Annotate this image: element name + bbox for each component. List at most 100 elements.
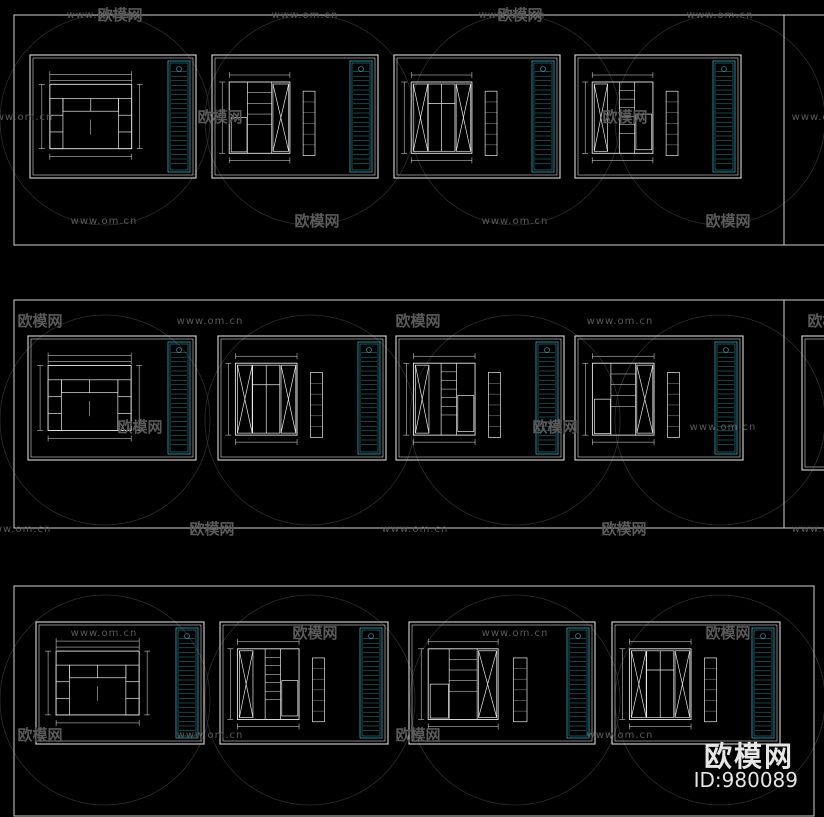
sheet-inner-frame	[222, 624, 386, 742]
sheet-outer-frame	[27, 335, 197, 461]
watermark-url: www.om.cn	[792, 112, 824, 123]
sheet-outer-frame	[395, 335, 565, 461]
elevation-drawing	[403, 353, 501, 446]
sheet-inner-frame	[38, 624, 202, 742]
sheet-outer-frame	[29, 54, 197, 179]
drawing-sheet-elevation	[408, 621, 596, 745]
watermark-url: www.om.cn	[687, 10, 754, 21]
band-frame-extension	[783, 299, 824, 529]
drawing-bands	[13, 14, 824, 817]
sheet-outer-frame	[611, 621, 781, 745]
title-block	[349, 60, 373, 173]
watermark-url: www.om.cn	[482, 628, 549, 639]
watermark-brand: 欧模网	[294, 212, 339, 230]
watermark-brand: 欧模网	[17, 312, 62, 330]
drawing-sheet-elevation	[574, 335, 744, 461]
sheet-inner-frame	[214, 57, 376, 176]
drawing-sheet-elevation	[574, 54, 742, 179]
sheet-inner-frame	[411, 624, 593, 742]
watermark-url: www.om.cn	[71, 628, 138, 639]
watermark-url: www.om.cn	[479, 10, 546, 21]
title-block	[566, 627, 590, 739]
watermark-url: www.om.cn	[0, 524, 51, 535]
watermark-url: www.om.cn	[482, 216, 549, 227]
sheet-outer-frame	[219, 621, 389, 745]
watermark-circle	[0, 314, 211, 526]
title-block	[359, 627, 383, 739]
sheet-inner-frame	[220, 338, 384, 458]
watermark-brand: 欧模网	[197, 108, 242, 126]
drawing-sheet-elevation	[395, 335, 565, 461]
sheet-outer-frame	[217, 335, 387, 461]
drawing-sheet-elevation	[611, 621, 781, 745]
sheet-inner-frame	[614, 624, 778, 742]
elevation-drawing	[219, 72, 316, 164]
sheet-outer-frame	[574, 335, 744, 461]
watermark-brand: 欧模网	[601, 520, 646, 538]
drawing-sheet-elevation	[393, 54, 561, 179]
watermark-brand: 欧模网	[97, 6, 142, 24]
watermark-brand: 欧模网	[532, 418, 577, 436]
elevation-drawing	[582, 353, 680, 446]
watermark-url: www.om.cn	[71, 216, 138, 227]
sheet-inner-frame	[32, 57, 194, 176]
floor-plan-drawing	[45, 638, 151, 726]
elevation-drawing	[227, 638, 325, 730]
title-block	[167, 341, 191, 455]
watermark-brand: 欧模网	[705, 624, 750, 642]
watermark-brand: 欧模网	[395, 726, 440, 744]
sheet-outer-frame	[393, 54, 561, 179]
sheet-outer-frame	[211, 54, 379, 179]
watermark-circle	[204, 314, 416, 526]
watermark-brand: 欧模网	[807, 312, 824, 330]
elevation-drawing	[619, 638, 717, 730]
floor-plan-drawing	[38, 71, 143, 160]
sheet-outer-frame	[574, 54, 742, 179]
watermark-url: www.om.cn	[690, 422, 757, 433]
watermark-url: www.om.cn	[382, 524, 449, 535]
title-block	[751, 627, 775, 739]
watermark-brand: 欧模网	[705, 212, 750, 230]
watermark-circle	[204, 594, 416, 806]
watermark-brand: 欧模网	[292, 624, 337, 642]
corner-brand-watermark: 欧模网	[703, 740, 794, 773]
drawing-band-row-1	[13, 14, 824, 246]
band-frame-extension	[783, 14, 824, 246]
partial-sheet	[801, 335, 824, 471]
title-block	[714, 341, 738, 455]
watermark-url: www.om.cn	[177, 316, 244, 327]
watermark-brand: 欧模网	[602, 108, 647, 126]
drawing-sheet-plan	[29, 54, 197, 179]
watermark-circle	[614, 314, 824, 526]
watermark-brand: 欧模网	[395, 312, 440, 330]
corner-id-label: ID:980089	[693, 768, 798, 792]
sheet-outer-frame	[408, 621, 596, 745]
elevation-drawing	[418, 638, 528, 730]
sheet-inner-frame	[396, 57, 558, 176]
watermark-brand: 欧模网	[117, 418, 162, 436]
watermark-brand: 欧模网	[17, 726, 62, 744]
title-block	[531, 60, 555, 173]
title-block	[357, 341, 381, 455]
drawing-sheet-elevation	[217, 335, 387, 461]
elevation-drawing	[401, 72, 498, 164]
drawing-sheet-elevation	[211, 54, 379, 179]
drawing-sheet-elevation	[219, 621, 389, 745]
sheet-inner-frame	[398, 338, 562, 458]
floor-plan-drawing	[37, 352, 143, 442]
watermark-url: www.om.cn	[792, 524, 824, 535]
elevation-drawing	[225, 353, 323, 446]
watermark-url: www.om.cn	[177, 730, 244, 741]
title-block	[535, 341, 559, 455]
elevation-drawing	[582, 72, 679, 164]
watermark-url: www.om.cn	[67, 10, 134, 21]
sheet-inner-frame	[577, 57, 739, 176]
watermark-url: www.om.cn	[587, 730, 654, 741]
watermark-brand: 欧模网	[189, 520, 234, 538]
watermark-circle	[409, 594, 621, 806]
watermark-texts: www.om.cn www.om.cn www.om.cn www.om.cn www.…	[0, 6, 824, 744]
drawing-band-row-2	[13, 299, 824, 529]
watermark-circle	[409, 314, 621, 526]
watermark-url: www.om.cn	[272, 10, 339, 21]
